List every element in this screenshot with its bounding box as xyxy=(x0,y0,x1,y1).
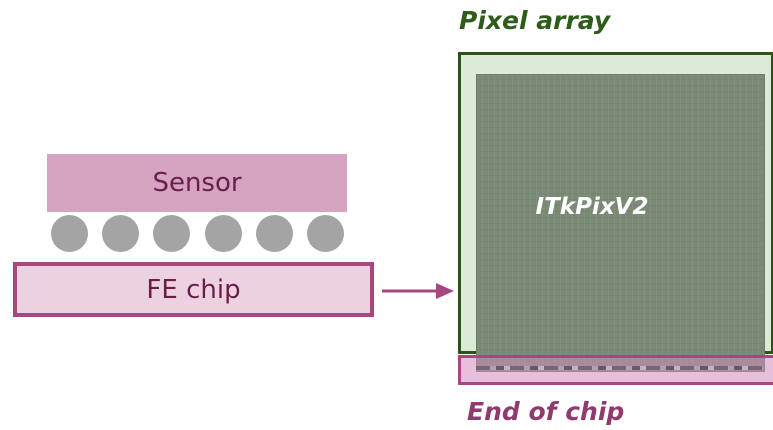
right-arrow-icon xyxy=(382,283,454,299)
end-of-chip-title: End of chip xyxy=(467,397,625,426)
chip-die-image xyxy=(476,74,765,372)
fe-chip-layer: FE chip xyxy=(13,262,374,317)
bump-bond xyxy=(255,215,293,252)
chip-name-label: ITkPixV2 xyxy=(535,194,649,220)
bump-bond xyxy=(102,215,140,252)
pixel-array-title: Pixel array xyxy=(459,6,611,35)
sensor-layer: Sensor xyxy=(47,154,347,212)
sensor-label: Sensor xyxy=(152,168,242,198)
end-of-chip-region xyxy=(458,355,773,385)
bump-bond xyxy=(204,215,242,252)
bump-bond xyxy=(153,215,191,252)
fe-chip-label: FE chip xyxy=(146,274,241,305)
bump-bond xyxy=(51,215,88,252)
bump-bond xyxy=(307,215,344,252)
end-of-chip-periphery xyxy=(476,366,763,370)
